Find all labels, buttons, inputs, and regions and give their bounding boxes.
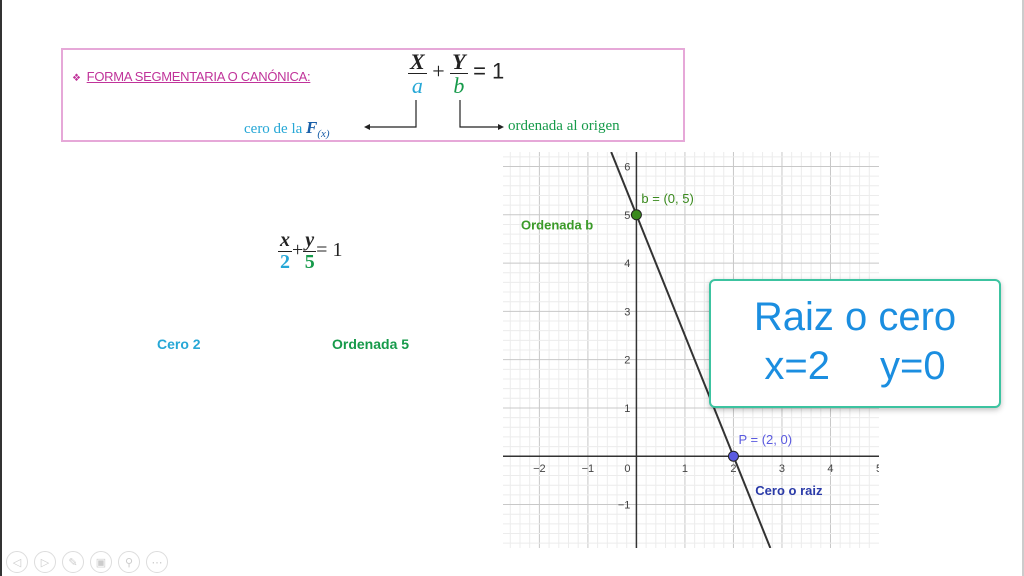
y-tick-label: 3: [624, 306, 630, 318]
plus-sign: +: [432, 58, 445, 84]
diamond-bullet-icon: ❖: [72, 73, 81, 84]
left-edge: [0, 0, 2, 576]
annotation-ordenada: Ordenada b: [521, 217, 593, 232]
section-title-text: FORMA SEGMENTARIA O CANÓNICA: [86, 69, 308, 84]
y-tick-label: 4: [624, 258, 630, 270]
numerator-y: Y: [450, 49, 468, 75]
arrow-head-left: [364, 124, 370, 130]
plus-sign: +: [292, 239, 304, 262]
zoom-icon[interactable]: ⚲: [118, 551, 140, 573]
numerator-y: y: [303, 229, 317, 252]
arrow-to-ordinate: [459, 100, 500, 128]
arrow-to-zero: [368, 100, 417, 128]
presentation-controls: ◁ ▷ ✎ ▣ ⚲ ⋯: [6, 551, 168, 573]
more-icon[interactable]: ⋯: [146, 551, 168, 573]
annotation-cero: Cero o raiz: [755, 483, 823, 498]
ordinate-value-label: Ordenada 5: [332, 336, 410, 352]
x-tick-label: −2: [533, 463, 546, 475]
zero-label: cero de la F(x): [244, 118, 330, 140]
callout-box: Raiz o cero x=2 y=0: [709, 279, 1001, 408]
x-tick-label: 4: [827, 463, 833, 475]
point-label-P: P = (2, 0): [738, 432, 792, 447]
zero-value-label: Cero 2: [157, 336, 201, 352]
zero-label-text: cero de la: [244, 121, 303, 137]
formula-box: [61, 48, 685, 142]
denominator-2: 2: [280, 251, 290, 273]
y-tick-label: −1: [618, 500, 631, 512]
arrow-head-right: [498, 124, 504, 130]
x-tick-label: 2: [730, 463, 736, 475]
fx-sub: (x): [317, 128, 330, 140]
ordinate-label: ordenada al origen: [508, 118, 620, 134]
denominator-5: 5: [304, 251, 315, 273]
fx-label: F: [306, 118, 318, 137]
equals-one: = 1: [473, 58, 505, 84]
x-tick-label: 1: [682, 463, 688, 475]
section-title: ❖ FORMA SEGMENTARIA O CANÓNICA:: [72, 69, 311, 84]
equals-one: = 1: [316, 239, 343, 262]
x-tick-label: 0: [624, 463, 630, 475]
numerator-x: X: [408, 49, 427, 75]
slides-icon[interactable]: ▣: [90, 551, 112, 573]
previous-icon[interactable]: ◁: [6, 551, 28, 573]
callout-title: Raiz o cero: [753, 295, 957, 339]
pen-icon[interactable]: ✎: [62, 551, 84, 573]
x-tick-label: 5: [876, 463, 879, 475]
y-tick-label: 5: [624, 210, 630, 222]
x-tick-label: −1: [582, 463, 595, 475]
point-b: [630, 209, 642, 221]
callout-y: y=0: [880, 344, 946, 388]
section-colon: :: [307, 69, 311, 84]
y-tick-label: 6: [624, 161, 630, 173]
numerator-x: x: [278, 229, 292, 252]
y-tick-label: 2: [624, 355, 630, 367]
denominator-b: b: [453, 73, 465, 99]
denominator-a: a: [411, 73, 423, 99]
point-P: [727, 450, 739, 462]
point-label-b: b = (0, 5): [641, 191, 693, 206]
callout-x: x=2: [764, 344, 830, 388]
y-tick-label: 1: [624, 403, 630, 415]
next-icon[interactable]: ▷: [34, 551, 56, 573]
x-tick-label: 3: [779, 463, 785, 475]
right-edge: [1022, 0, 1024, 576]
